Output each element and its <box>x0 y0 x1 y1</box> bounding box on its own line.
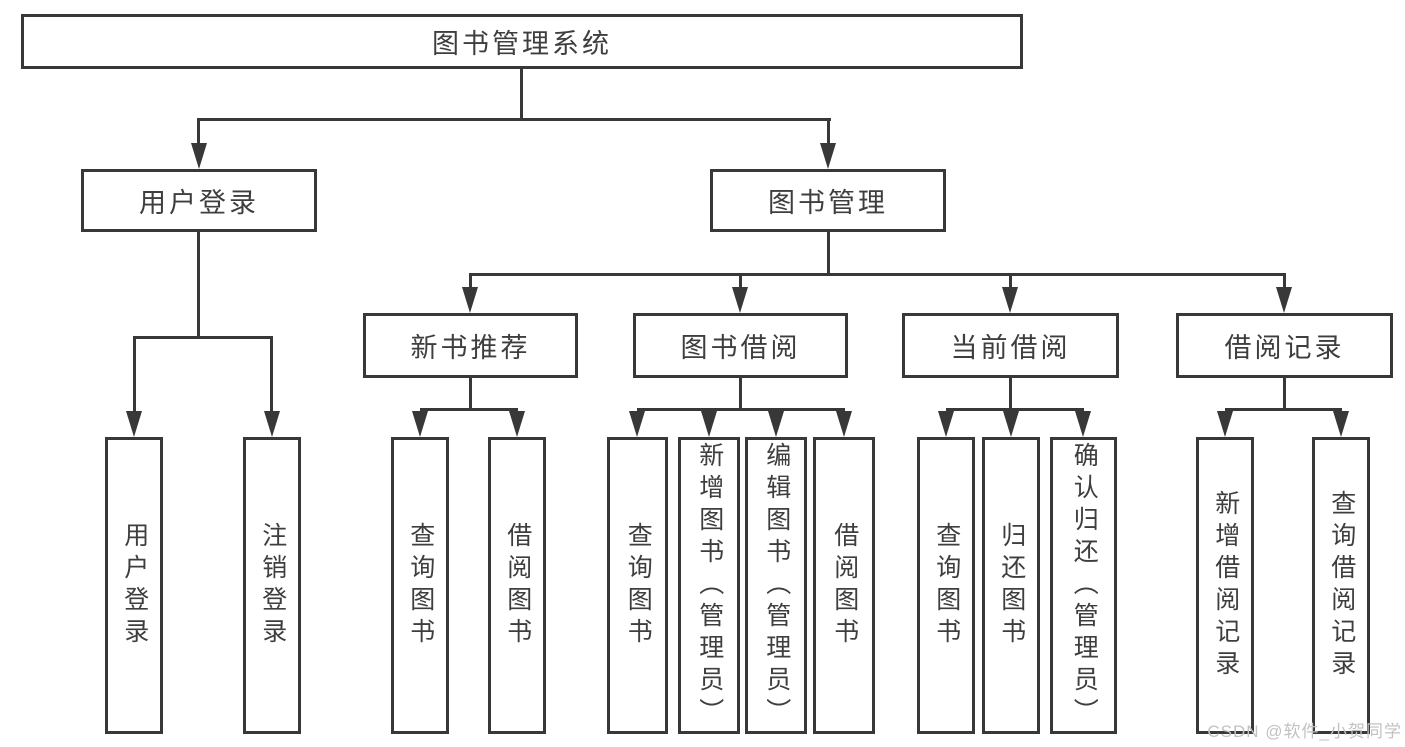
arrowhead <box>1276 287 1292 313</box>
arrowhead <box>629 411 645 437</box>
leaf-cb-confirm-return-admin: 确认归还（管理员） <box>1050 437 1117 734</box>
connector-stem-book-borrow <box>739 273 742 289</box>
arrowhead <box>820 143 836 169</box>
arrowhead <box>126 411 142 437</box>
connector-stem-user-login <box>197 118 200 144</box>
arrowhead <box>732 287 748 313</box>
connector-new-book-stem <box>469 378 472 408</box>
connector-borrow-records-stem <box>1283 378 1286 408</box>
leaf-bb-query-books-label: 查询图书 <box>624 521 653 650</box>
arrowhead <box>1217 411 1233 437</box>
node-current-borrowing: 当前借阅 <box>902 313 1119 378</box>
leaf-cb-return-books-label: 归还图书 <box>997 521 1026 650</box>
leaf-nb-query-books: 查询图书 <box>391 437 449 734</box>
arrowhead <box>191 143 207 169</box>
arrowhead <box>768 411 784 437</box>
connector-book-management-hline <box>469 273 1286 276</box>
leaf-cb-return-books: 归还图书 <box>982 437 1040 734</box>
leaf-br-query-borrow-record: 查询借阅记录 <box>1312 437 1370 734</box>
leaf-cb-query-books: 查询图书 <box>917 437 975 734</box>
leaf-bb-borrow-books-label: 借阅图书 <box>830 521 859 650</box>
connector-stem-new-book <box>469 273 472 289</box>
leaf-logout-label: 注销登录 <box>258 521 287 650</box>
node-book-borrowing-label: 图书借阅 <box>680 333 801 363</box>
arrowhead <box>836 411 852 437</box>
connector-book-borrow-stem <box>739 378 742 408</box>
node-user-login: 用户登录 <box>81 169 317 232</box>
leaf-user-login-label: 用户登录 <box>120 521 149 650</box>
connector-root-stem <box>520 69 523 118</box>
leaf-bb-borrow-books: 借阅图书 <box>813 437 875 734</box>
connector-current-borrow-stem <box>1009 378 1012 408</box>
leaf-nb-query-books-label: 查询图书 <box>406 521 435 650</box>
leaf-nb-borrow-books: 借阅图书 <box>488 437 546 734</box>
connector-user-login-hline <box>134 336 273 339</box>
leaf-bb-add-book-admin-label: 新增图书（管理员） <box>695 441 724 730</box>
connector-stem-leaf-user-login <box>133 336 136 411</box>
node-book-management-label: 图书管理 <box>768 188 888 218</box>
node-new-book-recommendation: 新书推荐 <box>363 313 578 378</box>
connector-new-book-bar <box>420 408 518 411</box>
connector-stem-current-borrow <box>1009 273 1012 289</box>
root-node-library-management-system: 图书管理系统 <box>21 14 1023 69</box>
leaf-cb-confirm-return-admin-label: 确认归还（管理员） <box>1070 441 1099 730</box>
node-book-management: 图书管理 <box>710 169 946 232</box>
leaf-bb-add-book-admin: 新增图书（管理员） <box>678 437 740 734</box>
node-new-book-recommendation-label: 新书推荐 <box>410 333 531 363</box>
root-node-label: 图书管理系统 <box>432 29 612 59</box>
arrowhead <box>412 411 428 437</box>
arrowhead <box>509 411 525 437</box>
leaf-cb-query-books-label: 查询图书 <box>932 521 961 650</box>
leaf-logout: 注销登录 <box>243 437 301 734</box>
connector-stem-book-management <box>827 118 830 144</box>
node-current-borrowing-label: 当前借阅 <box>950 333 1071 363</box>
node-borrowing-records: 借阅记录 <box>1176 313 1393 378</box>
leaf-nb-borrow-books-label: 借阅图书 <box>503 521 532 650</box>
connector-book-borrow-bar <box>637 408 845 411</box>
arrowhead <box>1003 411 1019 437</box>
leaf-br-add-borrow-record: 新增借阅记录 <box>1196 437 1254 734</box>
arrowhead <box>1075 411 1091 437</box>
node-user-login-label: 用户登录 <box>139 188 259 218</box>
leaf-br-query-borrow-record-label: 查询借阅记录 <box>1327 489 1356 682</box>
leaf-br-add-borrow-record-label: 新增借阅记录 <box>1211 489 1240 682</box>
arrowhead <box>462 287 478 313</box>
arrowhead <box>264 411 280 437</box>
leaf-bb-edit-book-admin: 编辑图书（管理员） <box>745 437 807 734</box>
arrowhead <box>1002 287 1018 313</box>
leaf-bb-edit-book-admin-label: 编辑图书（管理员） <box>762 441 791 730</box>
arrowhead <box>701 411 717 437</box>
watermark: CSDN @软件_小贺同学 <box>1207 722 1402 741</box>
connector-borrow-records-bar <box>1225 408 1342 411</box>
connector-stem-leaf-logout <box>270 336 273 411</box>
arrowhead <box>938 411 954 437</box>
node-borrowing-records-label: 借阅记录 <box>1224 333 1345 363</box>
leaf-user-login: 用户登录 <box>105 437 163 734</box>
leaf-bb-query-books: 查询图书 <box>607 437 668 734</box>
connector-book-management-stem <box>827 232 830 273</box>
node-book-borrowing: 图书借阅 <box>633 313 848 378</box>
connector-current-borrow-bar <box>946 408 1084 411</box>
connector-stem-borrow-records <box>1283 273 1286 289</box>
arrowhead <box>1333 411 1349 437</box>
connector-root-hline <box>198 118 831 121</box>
connector-user-login-stem <box>197 232 200 336</box>
